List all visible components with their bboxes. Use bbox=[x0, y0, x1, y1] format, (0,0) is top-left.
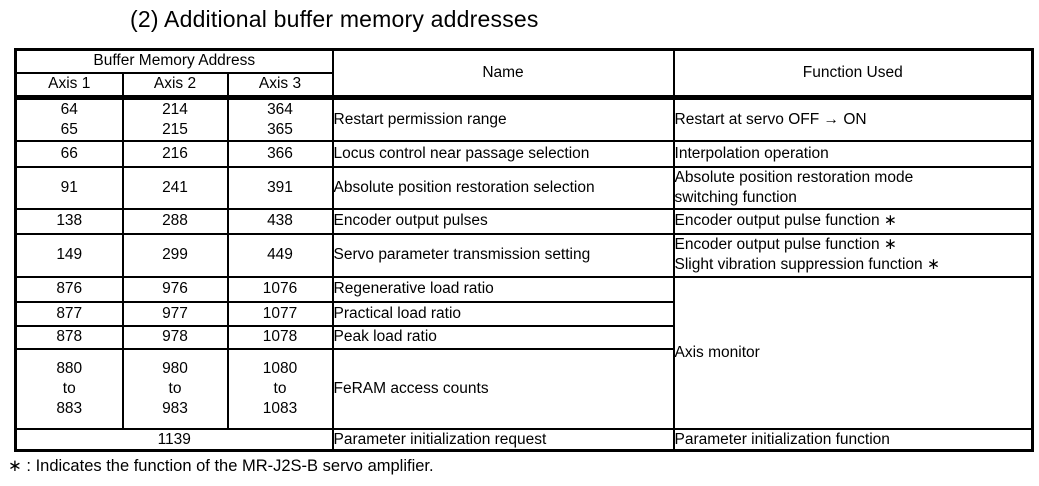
cell-function-used: Absolute position restoration mode switc… bbox=[672, 165, 1034, 210]
header-buffer-memory-address: Buffer Memory Address bbox=[14, 48, 334, 74]
section-title: (2) Additional buffer memory addresses bbox=[130, 6, 539, 32]
cell-axis1-address: 138 bbox=[14, 207, 124, 235]
cell-name: Regenerative load ratio bbox=[331, 275, 675, 303]
cell-axis2-address: 978 bbox=[121, 324, 229, 350]
cell-axis1-address: 64 65 bbox=[14, 96, 124, 142]
table-row: 877 977 1077 Practical load ratio bbox=[14, 300, 1033, 327]
header-axis-3: Axis 3 bbox=[226, 71, 334, 100]
cell-function-used: Parameter initialization function bbox=[672, 427, 1034, 452]
header-axis-2: Axis 2 bbox=[121, 71, 229, 100]
table-row: 66 216 366 Locus control near passage se… bbox=[14, 139, 1034, 168]
cell-axis1-address: 877 bbox=[14, 300, 124, 327]
asterisk-footnote: ∗ : Indicates the function of the MR-J2S… bbox=[8, 457, 434, 475]
cell-name: Parameter initialization request bbox=[331, 427, 675, 452]
cell-axis3-address: 391 bbox=[226, 165, 334, 210]
cell-name: Encoder output pulses bbox=[331, 207, 675, 235]
cell-name: Absolute position restoration selection bbox=[331, 165, 675, 210]
cell-name: Servo parameter transmission setting bbox=[331, 232, 675, 278]
cell-function-used: Interpolation operation bbox=[672, 139, 1034, 168]
cell-function-used: Encoder output pulse function ∗ bbox=[672, 207, 1034, 235]
table-row: 1139 Parameter initialization request Pa… bbox=[14, 427, 1034, 452]
table-row: 91 241 391 Absolute position restoration… bbox=[14, 165, 1034, 210]
buffer-memory-table: Buffer Memory Address Name Function Used… bbox=[14, 48, 1035, 453]
table-row: 149 299 449 Servo parameter transmission… bbox=[14, 232, 1034, 278]
cell-axis1-address: 880 to 883 bbox=[14, 347, 124, 430]
cell-axis1-address: 66 bbox=[14, 139, 124, 168]
table-row: 64 65 214 215 364 365 Restart permission… bbox=[14, 96, 1034, 142]
cell-axis3-address: 364 365 bbox=[226, 96, 334, 142]
cell-function-used: Restart at servo OFF → ON bbox=[672, 96, 1034, 142]
cell-name: FeRAM access counts bbox=[331, 347, 675, 430]
cell-axis3-address: 366 bbox=[226, 139, 334, 168]
cell-axis3-address: 1076 bbox=[226, 275, 334, 303]
cell-name: Locus control near passage selection bbox=[331, 139, 675, 168]
header-name: Name bbox=[331, 48, 675, 100]
cell-name: Practical load ratio bbox=[331, 300, 675, 327]
cell-axis2-address: 977 bbox=[121, 300, 229, 327]
cell-axis3-address: 1077 bbox=[226, 300, 334, 327]
cell-axis1-address: 149 bbox=[14, 232, 124, 278]
cell-axis1-address: 91 bbox=[14, 165, 124, 210]
cell-axis2-address: 299 bbox=[121, 232, 229, 278]
cell-axis2-address: 288 bbox=[121, 207, 229, 235]
cell-function-used: Encoder output pulse function ∗ Slight v… bbox=[672, 232, 1034, 278]
cell-axis1-address: 876 bbox=[14, 275, 124, 303]
table-row: 876 976 1076 Regenerative load ratio Axi… bbox=[14, 275, 1034, 430]
header-function-used: Function Used bbox=[672, 48, 1034, 100]
cell-name: Restart permission range bbox=[331, 96, 675, 142]
cell-axis2-address: 241 bbox=[121, 165, 229, 210]
header-axis-1: Axis 1 bbox=[14, 71, 124, 100]
cell-name: Peak load ratio bbox=[331, 324, 675, 350]
cell-address-all-axes: 1139 bbox=[14, 427, 334, 452]
cell-function-used-axis-monitor: Axis monitor bbox=[672, 275, 1034, 430]
table-row: 878 978 1078 Peak load ratio bbox=[14, 324, 1033, 350]
cell-axis2-address: 976 bbox=[121, 275, 229, 303]
cell-axis2-address: 216 bbox=[121, 139, 229, 168]
cell-axis3-address: 438 bbox=[226, 207, 334, 235]
cell-axis2-address: 980 to 983 bbox=[121, 347, 229, 430]
table-row: 880 to 883 980 to 983 1080 to 1083 FeRAM… bbox=[14, 347, 1033, 430]
cell-axis2-address: 214 215 bbox=[121, 96, 229, 142]
cell-axis1-address: 878 bbox=[14, 324, 124, 350]
cell-axis3-address: 1080 to 1083 bbox=[226, 347, 334, 430]
table-row: 138 288 438 Encoder output pulses Encode… bbox=[14, 207, 1034, 235]
cell-axis3-address: 1078 bbox=[226, 324, 334, 350]
cell-axis3-address: 449 bbox=[226, 232, 334, 278]
